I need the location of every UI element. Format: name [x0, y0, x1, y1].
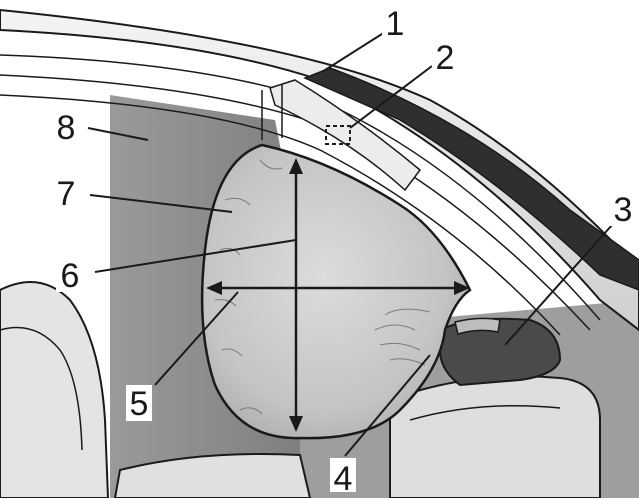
callout-3: 3: [614, 191, 633, 229]
callout-2: 2: [436, 39, 455, 77]
callout-8: 8: [57, 109, 76, 147]
door-trim-lower: [390, 376, 600, 498]
callout-5: 5: [130, 385, 149, 423]
callout-1: 1: [386, 5, 405, 43]
callout-4: 4: [334, 460, 353, 498]
callout-6: 6: [61, 257, 80, 295]
callout-7: 7: [57, 175, 76, 213]
